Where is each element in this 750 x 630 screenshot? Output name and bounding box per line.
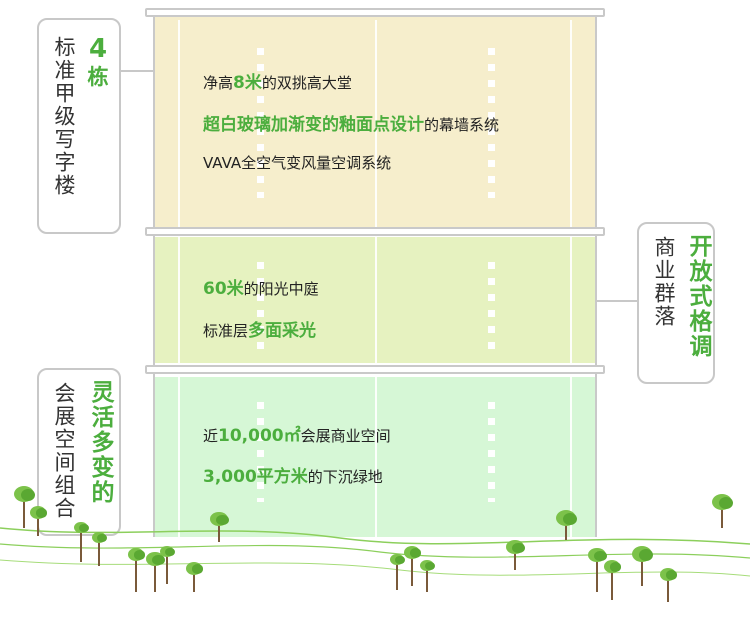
- commercial-feature-2: 标准层多面采光: [203, 321, 317, 341]
- commercial-accent: 开放式格调: [685, 234, 711, 359]
- office-label-box: 标准甲级写字楼 4 栋: [37, 18, 121, 234]
- commercial-label: 商业群落: [652, 236, 676, 328]
- commercial-connector: [595, 300, 637, 302]
- exhibition-feature-2: 3,000平方米的下沉绿地: [203, 467, 383, 487]
- ground-lines: [0, 527, 750, 577]
- office-count-unit: 栋: [87, 65, 109, 89]
- tree: [210, 512, 229, 542]
- office-connector: [121, 70, 155, 72]
- tree: [506, 540, 525, 570]
- commercial-label-box: 商业群落 开放式格调: [637, 222, 715, 384]
- tree: [420, 560, 435, 592]
- tree: [74, 522, 89, 562]
- tree: [712, 494, 733, 528]
- office-feature-3: VAVA全空气变风量空调系统: [203, 154, 392, 172]
- tree: [92, 532, 107, 566]
- tree: [146, 552, 165, 592]
- office-feature-2: 超白玻璃加渐变的釉面点设计的幕墙系统: [203, 115, 500, 135]
- tree: [556, 510, 577, 540]
- tree: [160, 546, 175, 584]
- tree: [660, 568, 677, 602]
- tree: [14, 486, 35, 528]
- tree: [404, 546, 421, 586]
- office-count-group: 4 栋: [84, 34, 112, 90]
- office-feature-1: 净高8米的双挑高大堂: [203, 73, 352, 93]
- office-count: 4: [88, 34, 108, 64]
- tree: [390, 554, 405, 590]
- tree: [186, 562, 203, 592]
- tree: [30, 506, 47, 536]
- tree: [632, 546, 653, 586]
- tree: [604, 560, 621, 600]
- exhibition-accent: 灵活多变的: [87, 380, 113, 505]
- commercial-feature-1: 60米的阳光中庭: [203, 279, 319, 299]
- tree: [128, 548, 145, 592]
- exhibition-feature-1: 近10,000㎡会展商业空间: [203, 426, 391, 446]
- exhibition-label: 会展空间组合: [52, 382, 76, 520]
- exhibition-label-box: 会展空间组合 灵活多变的: [37, 368, 121, 536]
- office-label: 标准甲级写字楼: [52, 36, 76, 197]
- tree: [588, 548, 607, 592]
